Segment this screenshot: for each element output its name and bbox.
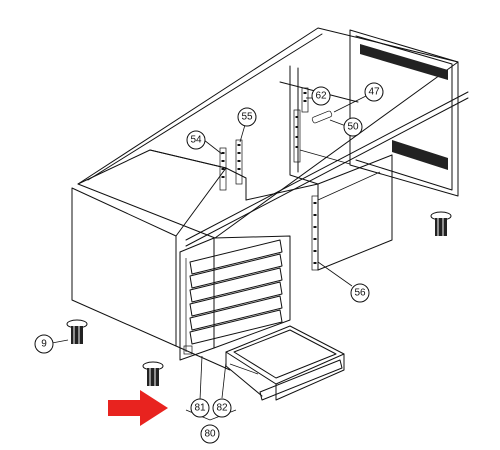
callout-56: 56: [350, 283, 370, 303]
leader-lines: [51, 95, 367, 421]
callout-label: 54: [190, 135, 202, 146]
pull-out-tray: [225, 325, 345, 401]
leveling-foot: [142, 361, 164, 386]
callout-55: 55: [237, 107, 257, 127]
leveling-foot: [66, 319, 88, 344]
drawer-unit: [179, 235, 291, 361]
highlight-ring: [190, 398, 210, 418]
slotted-uprights: [219, 87, 333, 271]
callout-label: 55: [241, 112, 253, 123]
callout-label: 47: [368, 87, 380, 98]
callout-label: 50: [347, 122, 359, 133]
callout-label: 82: [216, 403, 228, 414]
callout-9: 9: [34, 334, 54, 354]
callout-50: 50: [343, 117, 363, 137]
callout-54: 54: [186, 130, 206, 150]
callout-label: 81: [194, 403, 206, 414]
callout-81: 81: [190, 398, 210, 418]
callout-82: 82: [212, 398, 232, 418]
callout-47: 47: [364, 82, 384, 102]
callout-62: 62: [311, 86, 331, 106]
drawer-fronts: [189, 239, 283, 345]
highlight-arrow: [108, 390, 168, 426]
leveling-foot: [430, 211, 452, 236]
callout-label: 80: [204, 429, 216, 440]
callout-label: 62: [315, 91, 327, 102]
callout-label: 9: [41, 339, 47, 350]
callout-label: 56: [354, 288, 366, 299]
cabinet-frame: [71, 27, 469, 371]
bolt-part: [311, 110, 333, 124]
callout-80: 80: [200, 424, 220, 444]
